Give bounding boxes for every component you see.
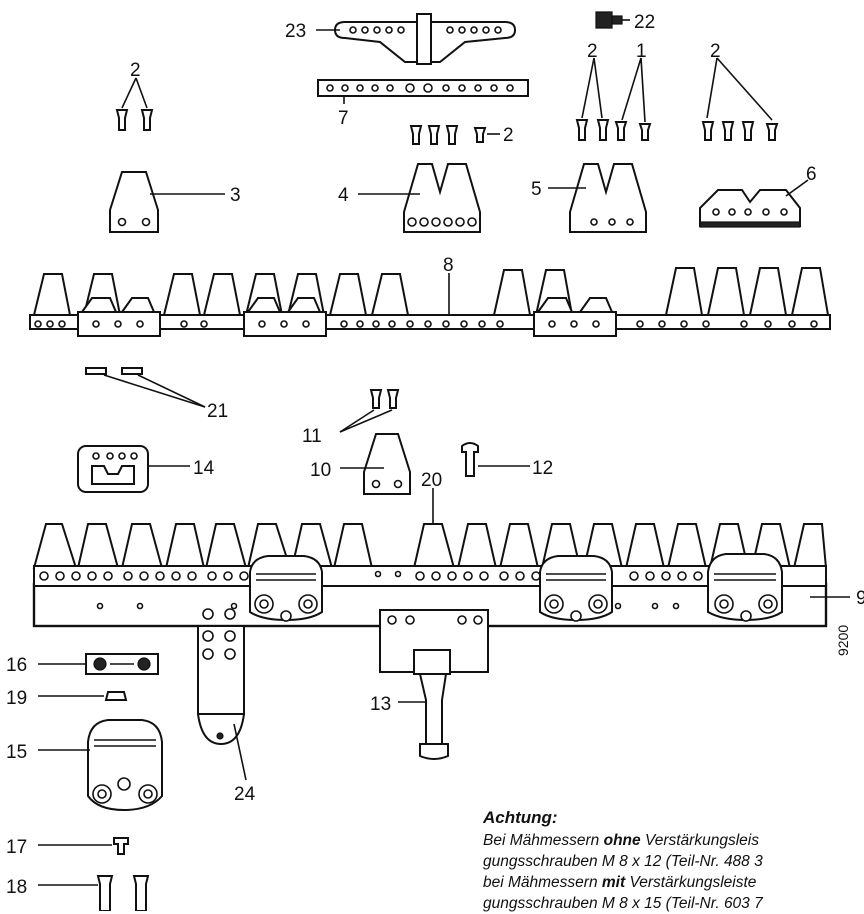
callout-24: 24 (234, 784, 256, 805)
screws-right-a (575, 119, 652, 141)
note-line-3-bold: mit (601, 874, 626, 891)
callout-17: 17 (6, 837, 27, 858)
callout-21: 21 (207, 401, 228, 422)
callout-18: 18 (6, 877, 27, 898)
note-line-1-pre: Bei Mähmessern (483, 832, 604, 849)
callout-16: 16 (6, 655, 27, 676)
callout-14: 14 (193, 458, 215, 479)
screws-right-b (701, 121, 779, 141)
callout-10: 10 (310, 460, 331, 481)
callout-22: 22 (634, 12, 655, 33)
part-15-clip (87, 719, 163, 812)
callout-19: 19 (6, 688, 27, 709)
part-10-section (363, 433, 411, 495)
callout-8: 8 (443, 255, 454, 276)
callout-2-right-b: 2 (710, 41, 721, 62)
part-23-bracket (333, 13, 517, 65)
callout-13: 13 (370, 694, 391, 715)
part-14-clip (77, 445, 149, 493)
screws-left (115, 109, 154, 131)
part-17-bolt (113, 837, 129, 855)
callout-6: 6 (806, 164, 817, 185)
part-12-rivet (461, 442, 479, 477)
part-7-strip (317, 79, 529, 97)
part-11-screws (369, 389, 400, 409)
part-16-bar (85, 653, 159, 675)
callout-1: 1 (636, 41, 647, 62)
part-13-drive-arm (379, 609, 489, 760)
part-24-connector (196, 608, 246, 746)
callout-11: 11 (302, 426, 322, 447)
note-line-3: bei Mähmessern mit Verstärkungsleiste (483, 872, 864, 893)
note-title: Achtung: (483, 808, 558, 827)
screws-center (409, 125, 487, 145)
callout-3: 3 (230, 185, 241, 206)
note-box: Achtung: Bei Mähmessern ohne Verstärkung… (483, 808, 864, 914)
part-22-bolt (595, 11, 623, 29)
knife-clip-3 (707, 553, 783, 622)
part-4-double-section (403, 163, 481, 233)
part-6-reinforced-section (699, 189, 801, 228)
callout-5: 5 (531, 179, 542, 200)
part-5-double-section (569, 163, 647, 233)
callout-4: 4 (338, 185, 349, 206)
note-line-1-post: Verstärkungsleis (640, 832, 759, 849)
note-line-1-bold: ohne (603, 832, 641, 849)
callout-20: 20 (421, 470, 442, 491)
part-8-knife-bar (29, 267, 831, 337)
part-9-knife-back (32, 523, 828, 628)
callout-12: 12 (532, 458, 553, 479)
note-line-1: Bei Mähmessern ohne Verstärkungsleis (483, 830, 864, 851)
callout-2-right-a: 2 (587, 41, 598, 62)
part-19-nut (104, 691, 128, 701)
knife-clip-1 (249, 555, 323, 622)
callout-23: 23 (285, 21, 306, 42)
knife-clip-2 (539, 555, 613, 622)
note-line-3-pre: bei Mähmessern (483, 874, 602, 891)
callout-2-center: 2 (503, 125, 514, 146)
note-line-4: gungsschrauben M 8 x 15 (Teil-Nr. 603 7 (483, 895, 763, 912)
drawing-code: 9200 (835, 624, 851, 656)
part-18-bolts (96, 875, 150, 911)
part-3-knife-section (109, 171, 159, 233)
callout-9: 9 (856, 588, 864, 609)
note-line-2: gungsschrauben M 8 x 12 (Teil-Nr. 488 3 (483, 853, 763, 870)
callout-7: 7 (338, 108, 349, 129)
callout-15: 15 (6, 742, 27, 763)
note-line-3-post: Verstärkungsleiste (625, 874, 757, 891)
part-21-rivets (85, 367, 143, 375)
callout-2-left: 2 (130, 60, 141, 81)
